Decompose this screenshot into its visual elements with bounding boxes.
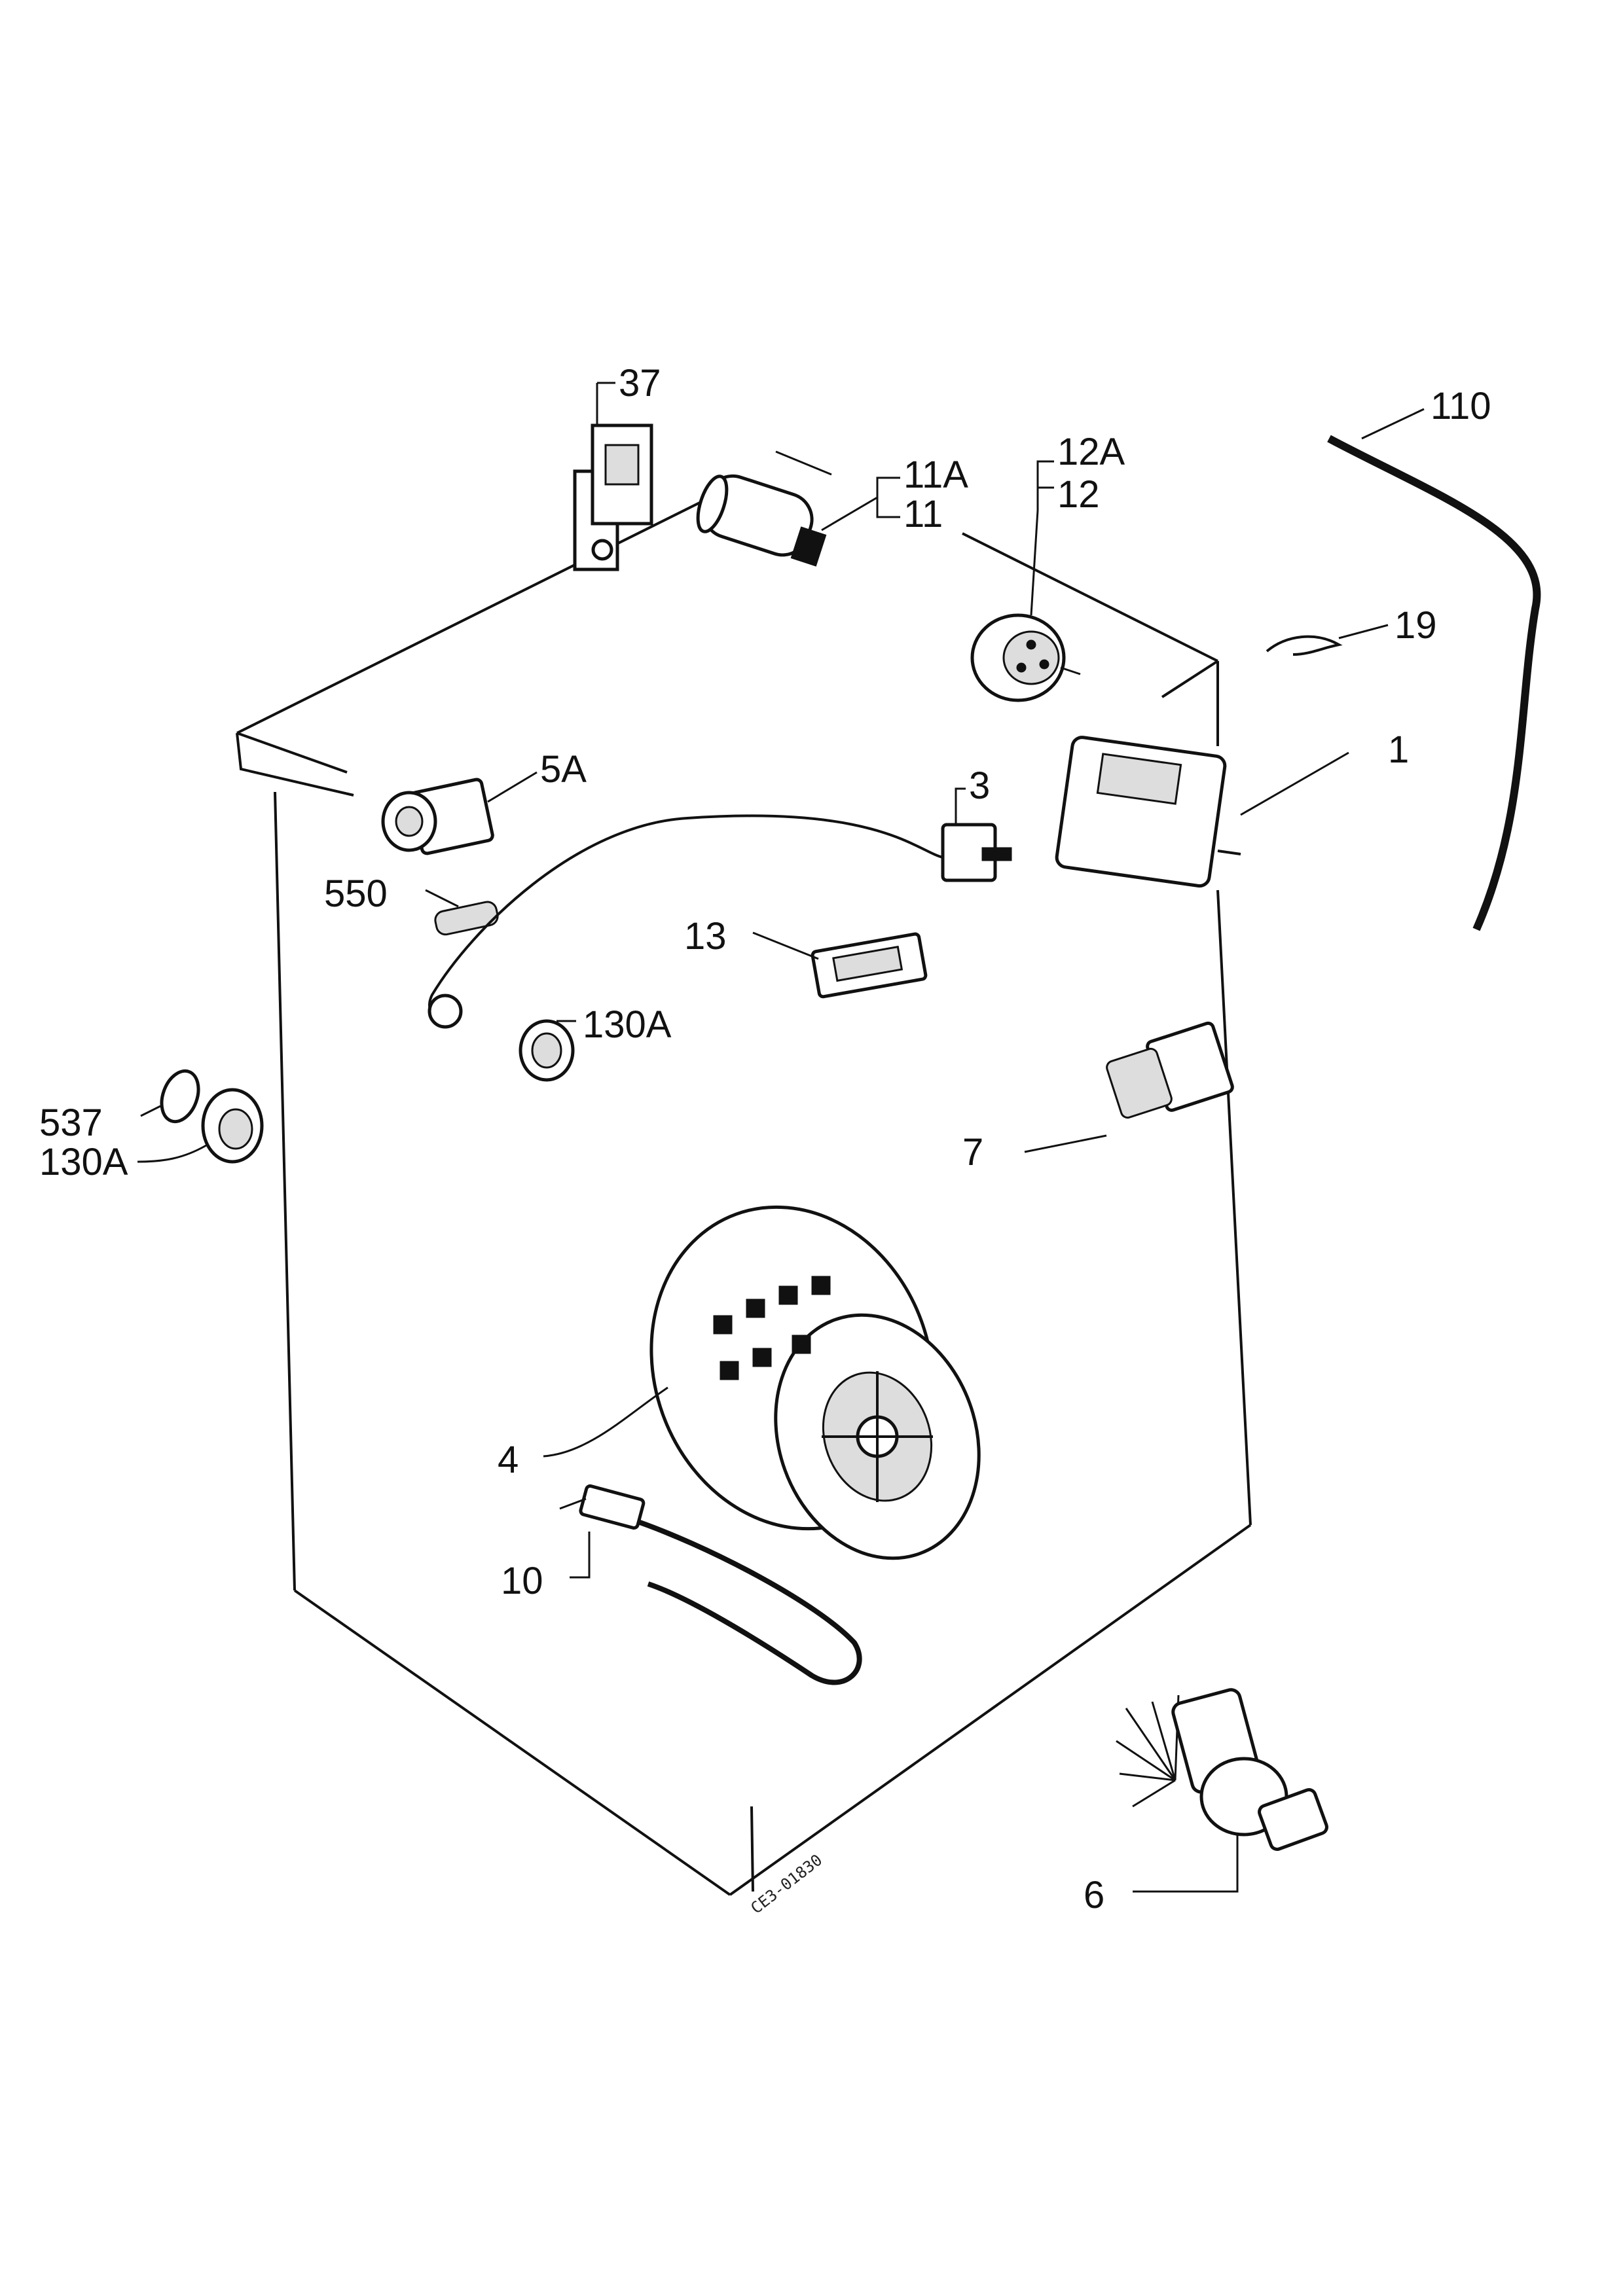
callout-537: 537 [39, 1102, 103, 1144]
callout-labels: 37 11A 11 12A 12 110 19 1 5A 3 550 13 13… [39, 362, 1491, 1916]
callout-11: 11 [903, 493, 943, 535]
heating-element-part [559, 1484, 862, 1685]
drawing-code: CE3-01830 [747, 1851, 826, 1918]
callout-11a: 11A [903, 454, 968, 496]
terminal-block-part [752, 931, 928, 999]
callout-5a: 5A [540, 748, 587, 791]
door-lock-part [381, 771, 538, 855]
grommet-part-left [137, 1088, 264, 1164]
callout-19: 19 [1395, 604, 1437, 647]
callout-37: 37 [619, 362, 661, 404]
thermostat-part [428, 787, 1012, 1029]
main-motor-part [543, 1205, 981, 1560]
suppressor-part [1024, 1021, 1234, 1153]
callout-550: 550 [324, 872, 388, 915]
cabinet-outline [236, 480, 1252, 1896]
callout-4: 4 [498, 1439, 519, 1481]
capacitor-part [696, 450, 900, 567]
callout-10: 10 [501, 1560, 543, 1602]
clip-part [1266, 624, 1389, 656]
callout-12a: 12A [1057, 431, 1125, 473]
callout-130a-left: 130A [39, 1141, 128, 1183]
grommet-part-middle [519, 1019, 576, 1082]
callout-6: 6 [1084, 1874, 1104, 1916]
callout-12: 12 [1057, 473, 1100, 516]
callout-3: 3 [969, 764, 990, 807]
callout-1: 1 [1388, 728, 1409, 771]
callout-110: 110 [1431, 385, 1491, 427]
timer-motor-part [1055, 736, 1349, 888]
door-interlock-part [573, 382, 653, 571]
callout-130a-middle: 130A [583, 1003, 672, 1046]
callout-7: 7 [962, 1131, 983, 1174]
plug-part [425, 889, 499, 936]
pressure-switch-part [970, 460, 1081, 702]
hose-part [1327, 408, 1541, 931]
drain-pump-part [1116, 1688, 1328, 1893]
callout-13: 13 [684, 915, 727, 958]
seal-ring-part [140, 1069, 200, 1124]
